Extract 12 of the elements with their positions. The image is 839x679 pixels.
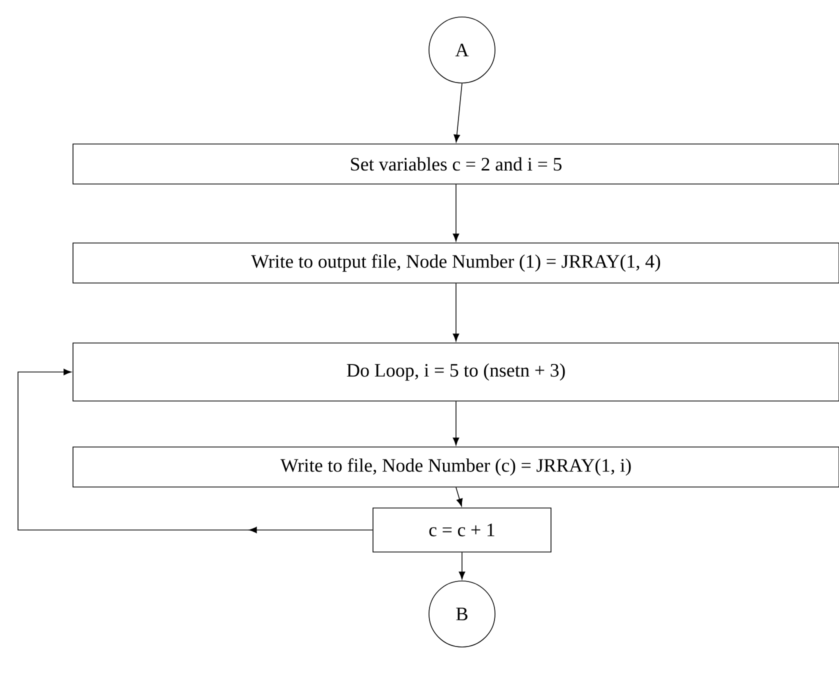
arrow [456,486,463,506]
arrow [452,184,460,242]
loop-arrow [18,368,373,534]
process-box: Do Loop, i = 5 to (nsetn + 3) [72,342,839,402]
process-box: Set variables c = 2 and i = 5 [72,144,839,184]
arrow [458,552,466,580]
process-box: c = c + 1 [372,508,552,552]
arrow [452,282,460,342]
arrow [454,83,462,142]
process-box: Write to file, Node Number (c) = JRRAY(1, i) [72,446,839,488]
process-box: Write to output file, Node Number (1) = JRRAY(1, 4) [72,242,839,284]
arrow [452,400,460,446]
